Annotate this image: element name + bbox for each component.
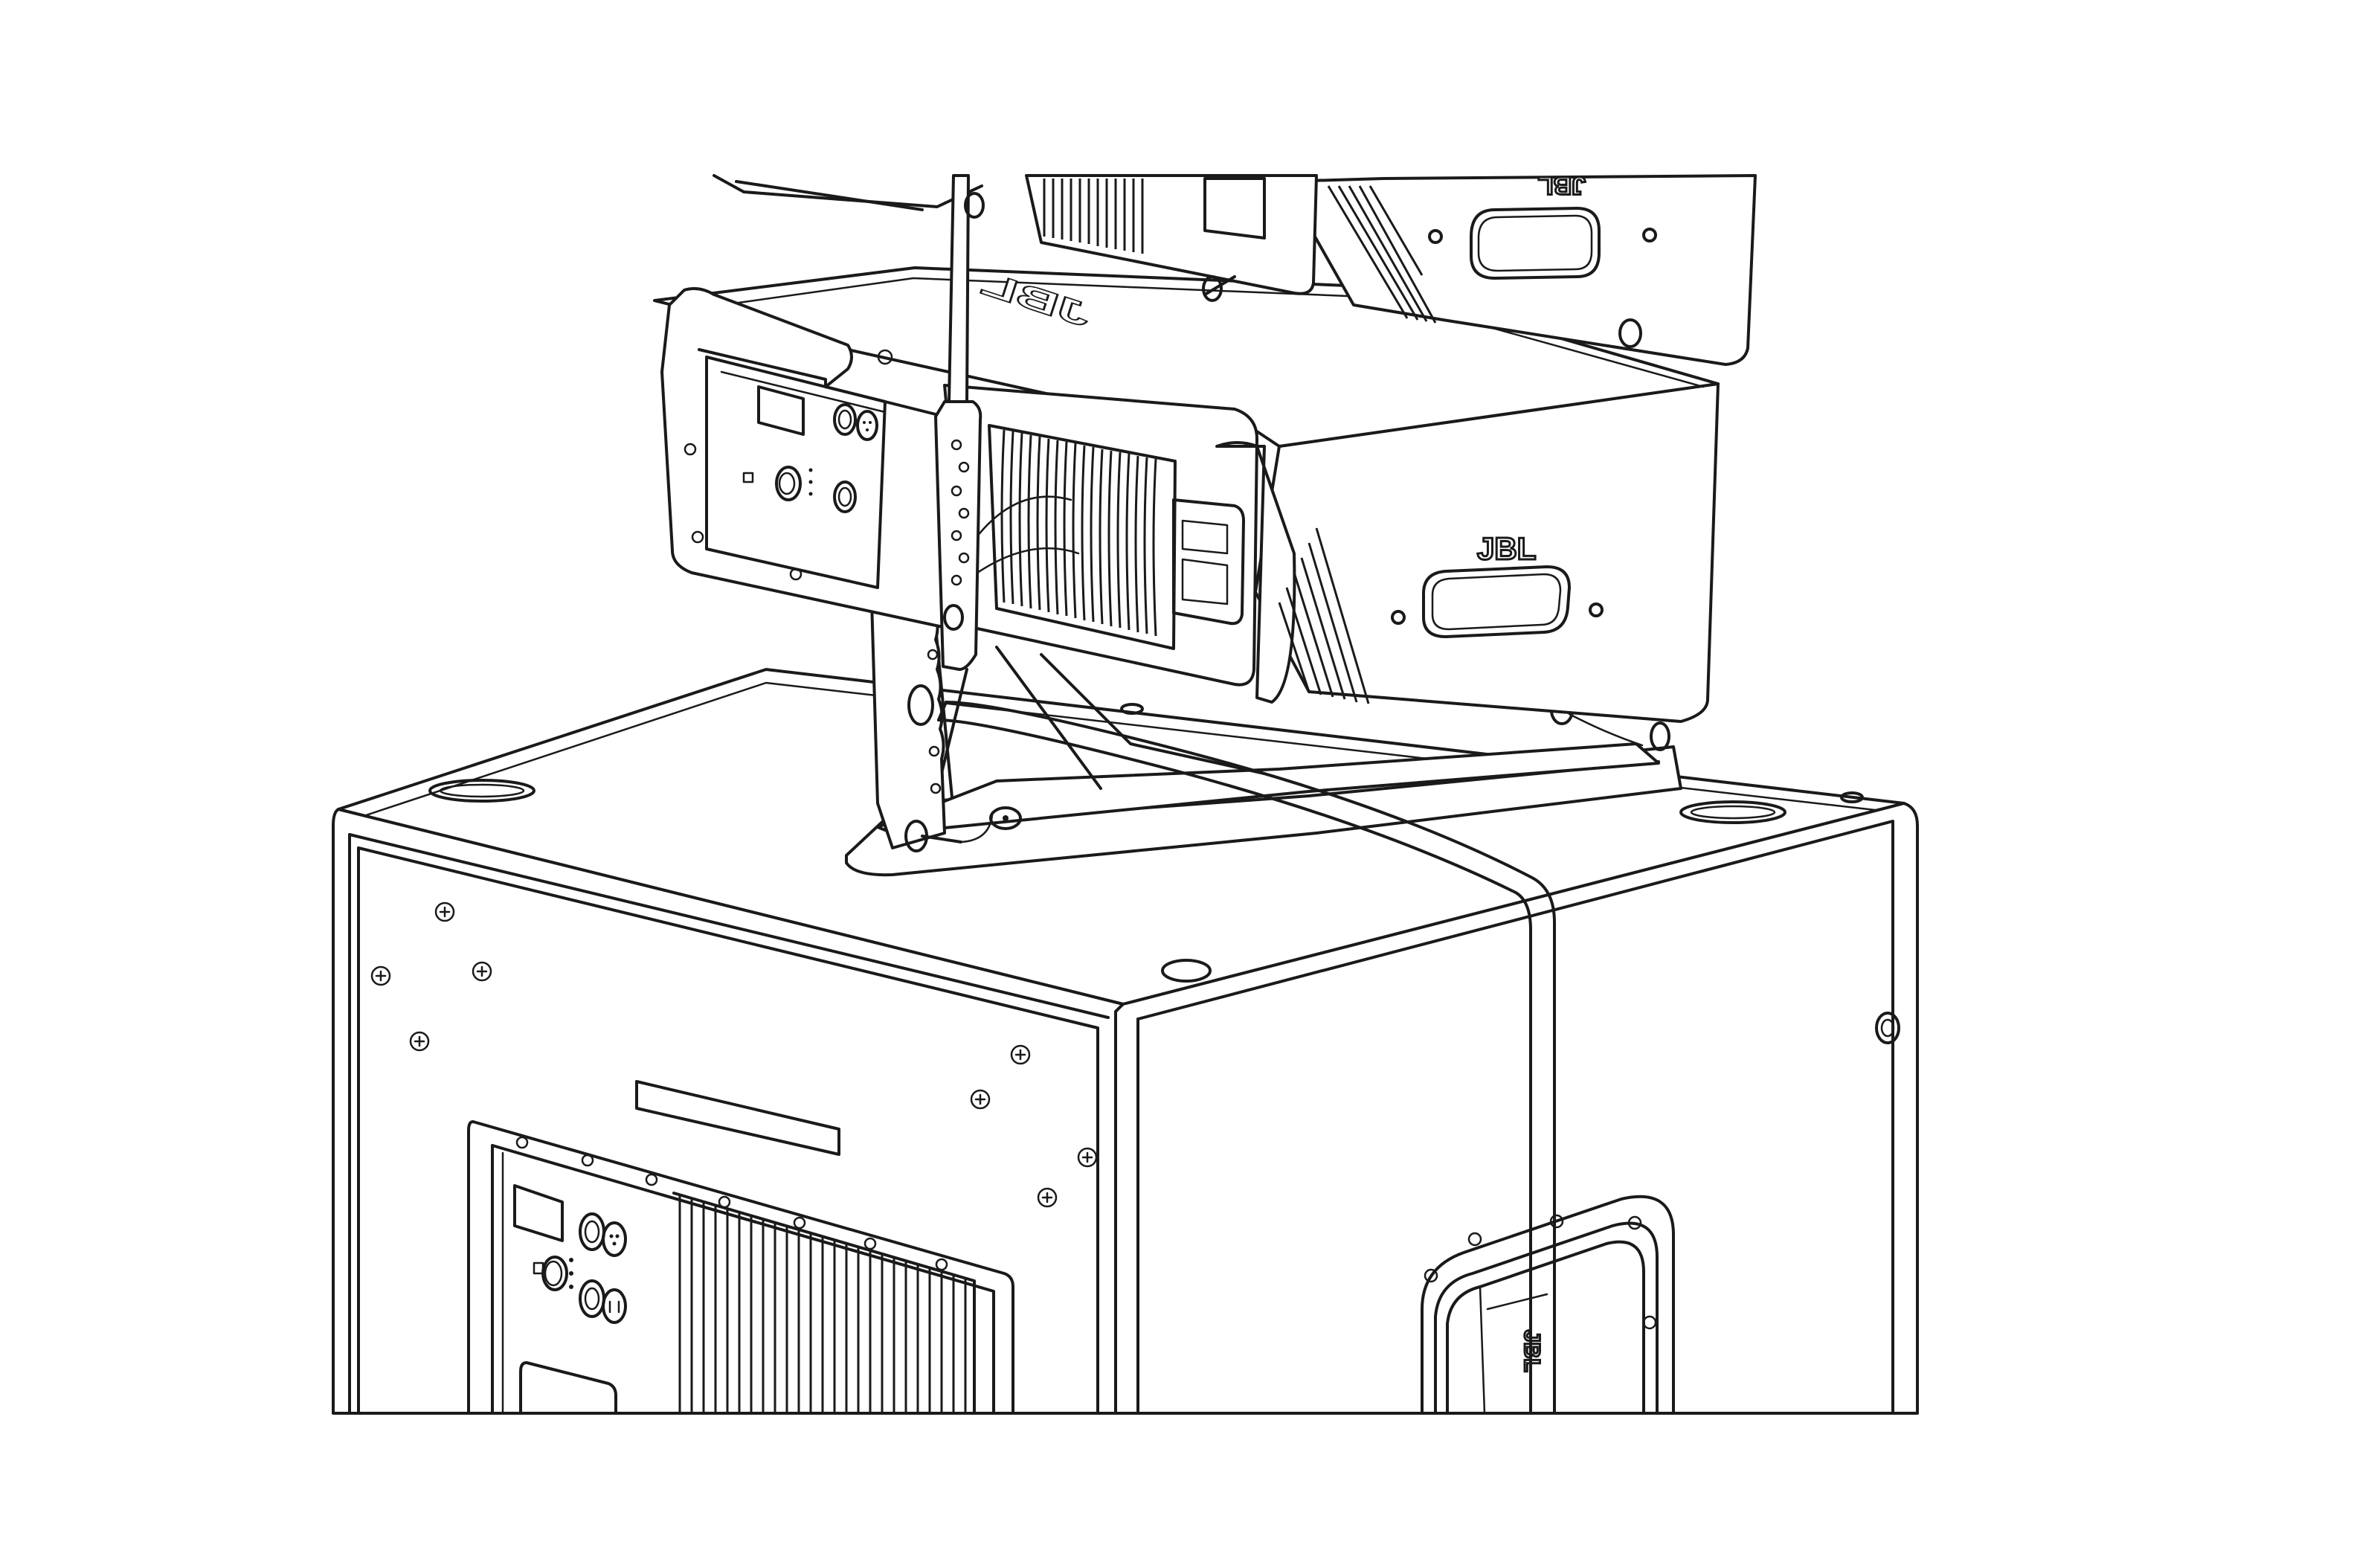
jbl-logo-upper: JBL bbox=[1538, 171, 1586, 199]
side-connector bbox=[1875, 1012, 1900, 1044]
upper-speakon bbox=[1203, 177, 1266, 240]
display-window-satellite bbox=[757, 385, 805, 436]
control-knob bbox=[533, 1256, 573, 1291]
cabinet-screws bbox=[370, 901, 1098, 1208]
upper-array-speaker: JBL bbox=[713, 170, 1757, 366]
upper-side-grille bbox=[1327, 185, 1437, 324]
side-handle-oval bbox=[1422, 565, 1571, 638]
pole-socket bbox=[1161, 959, 1212, 983]
upper-handle-oval bbox=[1470, 207, 1601, 280]
xlr-input-connector bbox=[602, 1221, 627, 1257]
heatsink-fins bbox=[672, 1192, 976, 1415]
xlr-output-connector bbox=[602, 1288, 627, 1324]
display-window bbox=[513, 1184, 564, 1242]
satellite-heatsink-fins bbox=[1000, 429, 1157, 637]
top-handle-recess-left bbox=[428, 779, 536, 803]
side-grille-hatching bbox=[1278, 527, 1370, 704]
subwoofer-amplifier-panel bbox=[467, 1120, 1014, 1415]
handle-screws bbox=[1424, 1214, 1657, 1330]
top-handle-recess-right bbox=[1679, 800, 1786, 824]
ratchet-strap bbox=[937, 701, 1556, 1415]
speakon-connector bbox=[1172, 498, 1245, 626]
subwoofer-side-handle: JBL bbox=[1421, 1195, 1675, 1415]
link-bar-holes bbox=[951, 439, 970, 586]
power-inlet bbox=[519, 1361, 617, 1415]
satellite-amplifier-panel bbox=[742, 385, 878, 513]
upper-heatsink-fins bbox=[1043, 179, 1144, 254]
quick-release-pin-front bbox=[904, 806, 1022, 852]
label-plate bbox=[635, 1080, 840, 1156]
rigging-link-bars bbox=[934, 174, 985, 671]
frame-hole bbox=[907, 684, 934, 726]
jbl-logo-side: JBL bbox=[1477, 531, 1536, 566]
